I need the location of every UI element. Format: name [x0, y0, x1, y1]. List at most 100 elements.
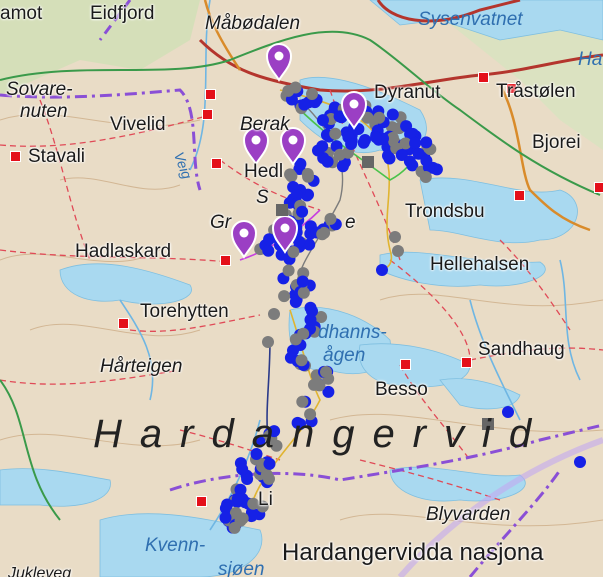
gps-point	[304, 313, 317, 326]
gps-point	[236, 512, 249, 525]
water-label: Sysenvatnet	[418, 9, 523, 30]
gps-point	[297, 286, 310, 299]
road-orange-east	[498, 84, 591, 232]
gps-point	[361, 111, 374, 124]
hut-square-icon	[362, 156, 374, 168]
place-label: Gr	[210, 212, 232, 233]
gps-point	[370, 131, 383, 144]
gps-point	[399, 137, 412, 150]
place-label: nuten	[20, 101, 68, 122]
gps-point	[296, 395, 309, 408]
gps-point	[284, 168, 296, 181]
gps-point	[419, 171, 432, 183]
road-orange	[203, 0, 242, 71]
place-label: Jukleveg	[8, 565, 72, 577]
footpaths	[0, 89, 603, 501]
gps-point	[287, 246, 300, 258]
lake-kvennsjoen	[99, 513, 263, 577]
place-label: Sovare-	[6, 79, 73, 100]
place-label: Hadlaskard	[75, 241, 172, 262]
gps-point	[313, 379, 326, 392]
gps-point	[322, 385, 335, 398]
hut-icon	[10, 151, 21, 162]
gps-point	[324, 212, 337, 225]
hut-icon	[205, 89, 216, 100]
gps-point	[231, 492, 244, 505]
hut-icon	[514, 190, 525, 201]
place-label: Blyvarden	[426, 504, 511, 525]
place-label: Hårteigen	[100, 356, 183, 377]
gps-point	[336, 160, 349, 173]
gps-point	[290, 189, 303, 202]
gps-point	[386, 108, 399, 121]
gps-point	[303, 238, 316, 251]
water-label: dhanns-	[318, 322, 387, 343]
track-gray-line	[294, 99, 344, 291]
gps-point	[234, 483, 247, 496]
place-label: Berak	[240, 114, 290, 135]
place-label: Eidfjord	[90, 3, 155, 24]
hut-icon	[400, 359, 411, 370]
gps-point	[317, 114, 329, 127]
hut-icon	[202, 109, 213, 120]
place-label: amot	[0, 3, 43, 24]
gps-point	[298, 98, 311, 111]
gps-point	[383, 152, 396, 165]
gps-point	[294, 157, 307, 170]
lake-east	[419, 177, 578, 244]
gps-point	[291, 416, 304, 429]
place-label: Dyranut	[374, 82, 441, 103]
place-label: Måbødalen	[205, 13, 301, 34]
gps-point	[241, 473, 254, 485]
place-label: Sandhaug	[478, 339, 565, 360]
gps-point	[289, 81, 302, 94]
gps-point	[376, 264, 388, 276]
gps-point	[268, 308, 280, 320]
gps-point	[263, 457, 276, 470]
gps-point	[412, 147, 425, 160]
gps-point	[262, 336, 274, 348]
hut-icon	[461, 357, 472, 368]
gps-point	[321, 155, 334, 168]
gps-point	[320, 366, 332, 378]
hut-square-icon	[482, 418, 494, 430]
place-label: S	[256, 187, 269, 208]
gps-point	[409, 137, 422, 150]
water-label: Ha	[578, 49, 603, 70]
hut-square-icon	[276, 204, 288, 216]
rivers	[119, 0, 581, 531]
roads	[198, 0, 603, 232]
boundary-green	[0, 30, 601, 196]
gps-point	[395, 149, 408, 161]
gps-point	[302, 170, 315, 183]
place-label: Besso	[375, 379, 428, 400]
gps-point	[278, 290, 291, 303]
hut-icon	[594, 182, 603, 193]
valley-forest-east	[420, 0, 603, 150]
gps-point	[296, 205, 309, 218]
gps-point	[329, 127, 342, 140]
gps-point	[253, 435, 266, 448]
water-label: sjøen	[218, 559, 265, 577]
gps-point	[295, 354, 308, 367]
gps-point	[373, 111, 386, 124]
lake-sysenvatnet	[369, 0, 603, 41]
gps-point	[389, 231, 401, 243]
gps-point	[268, 425, 281, 438]
gps-point	[574, 456, 586, 468]
park-label: Hardangervidda nasjona	[282, 539, 544, 566]
park-boundary-light	[397, 437, 603, 577]
place-label: Torehytten	[140, 301, 229, 322]
place-label: Bjorei	[532, 132, 581, 153]
gps-point	[404, 128, 417, 141]
region-label: Hardangervid	[93, 412, 550, 456]
place-label: Hellehalsen	[430, 254, 530, 275]
place-label: Tråstølen	[496, 81, 576, 102]
gps-point	[502, 406, 514, 418]
place-label: e	[345, 212, 356, 233]
lake-west	[59, 263, 192, 305]
gps-point	[403, 155, 416, 168]
